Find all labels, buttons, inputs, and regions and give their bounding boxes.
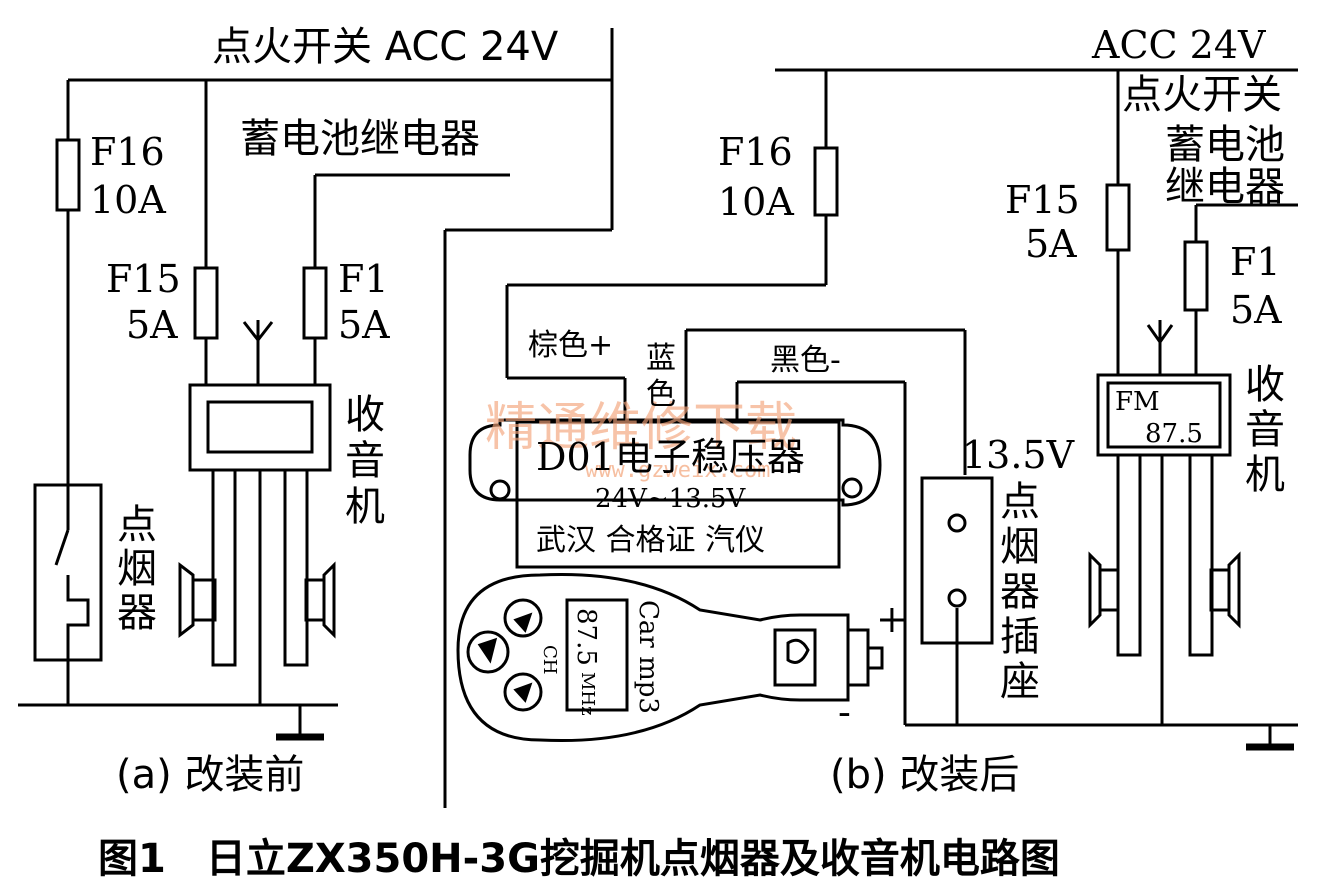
left-fuse-f15-rating: 5A bbox=[126, 303, 178, 347]
left-radio-label: 收 音 机 bbox=[345, 392, 385, 530]
right-fuse-f1-name: F1 bbox=[1230, 240, 1281, 284]
left-fuse-f16-rating: 10A bbox=[90, 178, 166, 222]
left-subcaption: (a) 改装前 bbox=[116, 752, 304, 798]
socket-voltage: 13.5V bbox=[962, 433, 1075, 477]
left-lighter-label-char-2: 烟 bbox=[117, 546, 157, 592]
right-radio-label-char-1: 收 bbox=[1245, 362, 1285, 408]
mp3-display bbox=[565, 598, 629, 712]
wire-black-label: 黑色- bbox=[770, 343, 841, 378]
wire-blue-label-1: 蓝 bbox=[646, 341, 676, 376]
right-fuse-f15-name: F15 bbox=[1005, 178, 1080, 222]
mp3-freq: 87.5 bbox=[571, 608, 601, 666]
left-relay-label: 蓄电池继电器 bbox=[240, 116, 480, 162]
watermark: 精通维修下载 bbox=[485, 398, 797, 458]
radio-display-band: FM bbox=[1115, 387, 1160, 417]
right-radio-symbol bbox=[1088, 320, 1241, 657]
lighter-socket bbox=[920, 476, 994, 645]
socket-label: 点 烟 器 插 座 bbox=[1000, 479, 1040, 705]
figure-caption: 图1 日立ZX350H-3G挖掘机点烟器及收音机电路图 bbox=[98, 836, 1060, 882]
right-fuse-f1-rating: 5A bbox=[1230, 288, 1282, 332]
right-fuse-f16-rating: 10A bbox=[718, 180, 794, 224]
right-power-label: ACC 24V bbox=[1091, 23, 1266, 67]
left-lighter-symbol bbox=[33, 483, 103, 662]
socket-label-char-5: 座 bbox=[1000, 659, 1040, 705]
mp3-brand: Car mp3 bbox=[633, 600, 663, 714]
left-fuse-f15 bbox=[193, 266, 219, 340]
right-radio-label-char-3: 机 bbox=[1245, 452, 1285, 498]
right-fuse-f15-rating: 5A bbox=[1025, 222, 1077, 266]
right-fuse-f15 bbox=[1105, 183, 1131, 252]
right-fuse-f16-name: F16 bbox=[718, 130, 793, 174]
right-fuse-f1 bbox=[1183, 240, 1209, 312]
right-subcaption: (b) 改装后 bbox=[830, 752, 1019, 798]
right-fuse-f16 bbox=[813, 146, 839, 217]
radio-display-freq: 87.5 bbox=[1145, 419, 1203, 449]
regulator-maker: 武汉 合格证 汽仪 bbox=[536, 523, 765, 558]
mp3-ch: CH bbox=[539, 645, 560, 674]
left-radio-symbol bbox=[178, 320, 336, 667]
left-circuit-wires bbox=[18, 28, 614, 808]
mp3-unit: MHz bbox=[577, 672, 598, 716]
right-circuit-wires bbox=[505, 68, 1298, 751]
left-radio-label-char-2: 音 bbox=[345, 438, 385, 484]
left-fuse-f16-name: F16 bbox=[90, 130, 165, 174]
right-ignition-label: 点火开关 bbox=[1122, 72, 1282, 118]
left-fuse-f1-rating: 5A bbox=[338, 303, 390, 347]
mp3-text-group: Car mp3 87.5 MHz CH bbox=[539, 600, 663, 716]
left-radio-label-char-3: 机 bbox=[345, 484, 385, 530]
mp3-minus: - bbox=[838, 690, 851, 734]
left-radio-label-char-1: 收 bbox=[345, 392, 385, 438]
left-lighter-label: 点 烟 器 bbox=[117, 502, 157, 636]
right-relay-label-1: 蓄电池 bbox=[1165, 122, 1285, 168]
left-fuse-f1 bbox=[302, 266, 328, 340]
left-fuse-f1-name: F1 bbox=[338, 257, 389, 301]
left-fuse-f15-name: F15 bbox=[106, 257, 181, 301]
socket-label-char-2: 烟 bbox=[1000, 524, 1040, 570]
left-fuse-f16 bbox=[55, 138, 81, 212]
regulator-range: 24V~13.5V bbox=[595, 484, 747, 514]
left-power-label: 点火开关 ACC 24V bbox=[212, 24, 559, 70]
socket-label-char-1: 点 bbox=[1000, 479, 1040, 525]
socket-label-char-3: 器 bbox=[1000, 569, 1040, 615]
regulator-title: D01电子稳压器 bbox=[536, 435, 805, 479]
right-relay-label-2: 继电器 bbox=[1165, 164, 1285, 210]
watermark-url: www.gzweix.com bbox=[585, 458, 770, 483]
left-lighter-label-char-3: 器 bbox=[117, 590, 157, 636]
right-radio-label: 收 音 机 bbox=[1245, 362, 1285, 498]
right-radio-label-char-2: 音 bbox=[1245, 407, 1285, 453]
mp3-plus: + bbox=[876, 597, 908, 641]
left-lighter-label-char-1: 点 bbox=[117, 502, 157, 548]
voltage-regulator bbox=[468, 418, 882, 569]
wire-blue-label-2: 色 bbox=[646, 377, 676, 412]
wire-brown-label: 棕色+ bbox=[528, 328, 613, 363]
socket-label-char-4: 插 bbox=[1000, 614, 1040, 660]
car-mp3-device bbox=[456, 572, 884, 743]
